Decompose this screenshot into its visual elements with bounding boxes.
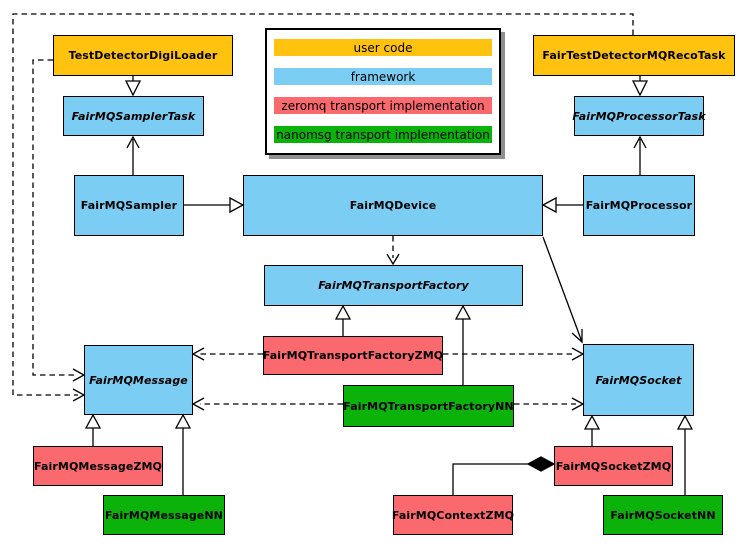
association-sampler-samplertask [126, 135, 140, 175]
node-label: TestDetectorDigiLoader [68, 49, 218, 62]
node-label: FairMQSocket [595, 373, 682, 387]
inheritance-socketzmq-socket [583, 414, 601, 446]
node-label: FairMQSamplerTask [71, 109, 196, 123]
inheritance-tfnn-transportfactory [454, 304, 472, 385]
inheritance-recotask-processortask [631, 76, 649, 97]
association-device-socket [542, 236, 583, 344]
legend-label: nanomsg transport implementation [276, 127, 490, 142]
inheritance-socketnn-socket [676, 414, 694, 495]
node-fairmq-context-zmq: FairMQContextZMQ [391, 495, 515, 535]
node-label: FairMQTransportFactoryZMQ [262, 349, 444, 362]
legend-item-zeromq: zeromq transport implementation [274, 97, 492, 114]
legend-item-nanomsg: nanomsg transport implementation [274, 126, 492, 143]
node-fairmq-socket-nn: FairMQSocketNN [603, 495, 723, 535]
node-label: FairMQDevice [349, 199, 437, 212]
node-label: FairMQMessageNN [105, 508, 223, 522]
node-fairmq-transport-factory-zmq: FairMQTransportFactoryZMQ [263, 336, 443, 375]
association-processor-processortask [633, 135, 647, 175]
node-fairmq-message-nn: FairMQMessageNN [103, 495, 225, 535]
node-fairmq-sampler: FairMQSampler [74, 175, 184, 236]
node-label: FairMQProcessor [585, 199, 693, 212]
node-label: FairTestDetectorMQRecoTask [542, 49, 726, 62]
inheritance-sampler-device [184, 196, 245, 214]
inheritance-processor-device [541, 196, 583, 214]
node-label: FairMQSocketNN [610, 508, 716, 522]
node-fairmq-sampler-task: FairMQSamplerTask [63, 96, 204, 136]
node-label: FairMQTransportFactory [318, 279, 469, 292]
node-fairmq-transport-factory-nn: FairMQTransportFactoryNN [343, 385, 514, 427]
node-label: FairMQSampler [80, 199, 178, 212]
inheritance-digiloader-samplertask [124, 76, 142, 97]
dependency-tfzmq-socket [443, 347, 585, 361]
legend: user code framework zeromq transport imp… [265, 28, 501, 155]
node-label: FairMQMessage [89, 373, 188, 387]
node-label: FairMQContextZMQ [391, 508, 515, 522]
dependency-tfnn-message [191, 397, 343, 411]
node-fairmq-socket: FairMQSocket [583, 344, 694, 416]
node-fairmq-processor: FairMQProcessor [583, 175, 695, 236]
inheritance-messagezmq-message [84, 413, 102, 446]
node-fairmq-processor-task: FairMQProcessorTask [572, 96, 706, 136]
node-fairmq-message: FairMQMessage [84, 345, 193, 415]
legend-label: framework [350, 69, 416, 84]
legend-item-user-code: user code [274, 39, 492, 56]
dependency-tfnn-socket [514, 397, 585, 411]
node-label: FairMQProcessorTask [572, 109, 706, 123]
node-fairmq-socket-zmq: FairMQSocketZMQ [554, 446, 673, 486]
composition-contextzmq-socketzmq [452, 456, 556, 495]
node-label: FairMQSocketZMQ [555, 459, 672, 473]
legend-item-framework: framework [274, 68, 492, 85]
node-test-detector-digi-loader: TestDetectorDigiLoader [53, 35, 233, 76]
inheritance-tfzmq-transportfactory [334, 304, 352, 336]
node-fair-test-detector-mq-reco-task: FairTestDetectorMQRecoTask [533, 35, 735, 76]
node-label: FairMQMessageZMQ [34, 459, 162, 473]
node-fairmq-message-zmq: FairMQMessageZMQ [33, 446, 163, 486]
legend-label: user code [353, 40, 413, 55]
legend-label: zeromq transport implementation [281, 98, 485, 113]
dependency-device-transportfactory [386, 236, 400, 266]
inheritance-messagenn-message [174, 413, 192, 495]
node-fairmq-transport-factory: FairMQTransportFactory [264, 265, 523, 306]
node-fairmq-device: FairMQDevice [243, 175, 543, 236]
dependency-tfzmq-message [191, 347, 263, 361]
node-label: FairMQTransportFactoryNN [343, 399, 514, 413]
